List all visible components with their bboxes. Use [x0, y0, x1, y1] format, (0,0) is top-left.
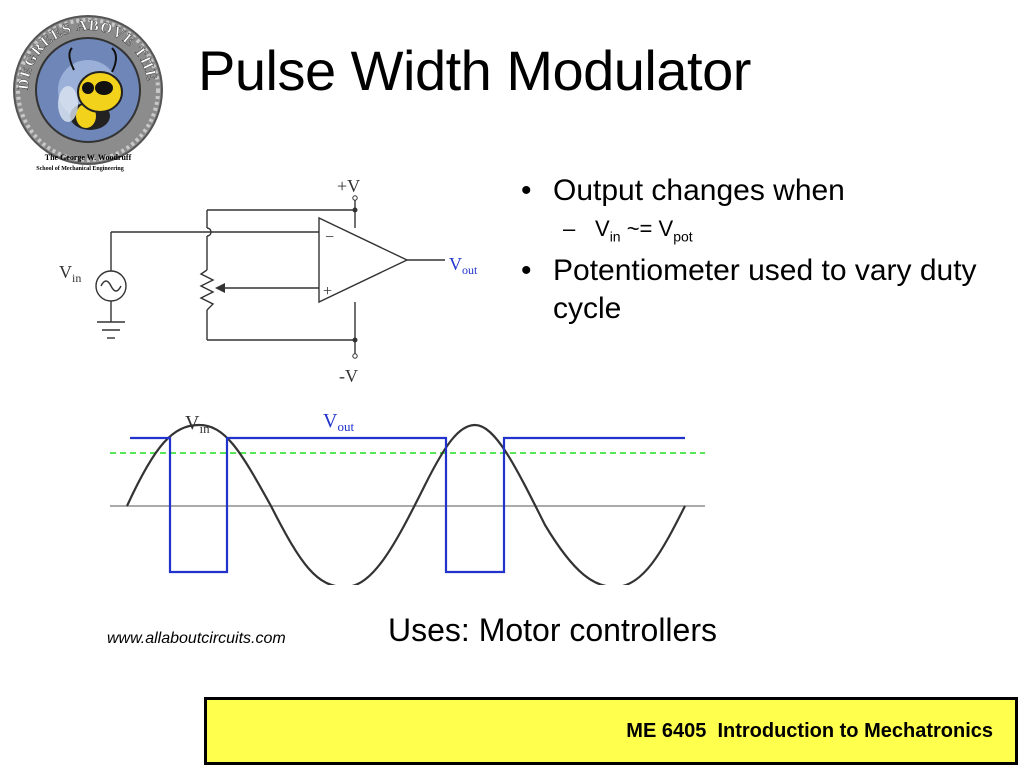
vout-label: Vout	[449, 254, 478, 277]
logo-caption-1: The George W. Woodruff	[45, 153, 132, 162]
sub-bullet-vin-vpot: – Vin ~= Vpot	[563, 216, 693, 245]
uses-text: Uses: Motor controllers	[388, 612, 717, 648]
vin-label: Vin	[59, 262, 81, 285]
dash-bullet-icon: –	[563, 216, 576, 241]
slide-title: Pulse Width Modulator	[198, 39, 751, 102]
inverting-input-sign: −	[325, 229, 334, 246]
logo: DEGREES ABOVE THE REST The George W. Woo…	[8, 8, 163, 172]
bullet-list: • Output changes when – Vin ~= Vpot • Po…	[515, 172, 1015, 328]
footer-banner: ME 6405 Introduction to Mechatronics	[204, 697, 1018, 765]
source-credit: www.allaboutcircuits.com	[107, 630, 286, 647]
logo-caption-2: School of Mechanical Engineering	[36, 166, 124, 172]
vin-sine-wave	[126, 423, 686, 585]
bullet-item-potentiometer: • Potentiometer used to vary duty cycle	[521, 254, 977, 326]
wiper-arrow-icon	[215, 283, 225, 293]
waveform-vout-label: Vout	[323, 410, 354, 434]
positive-supply-label: +V	[337, 176, 360, 196]
bullet-dot-icon: •	[521, 254, 532, 288]
bullet-item-output-changes: • Output changes when	[515, 172, 1015, 210]
comparator-circuit-diagram: − + +V -V Vin Vout	[59, 176, 478, 386]
course-title: ME 6405 Introduction to Mechatronics	[626, 720, 993, 742]
noninverting-input-sign: +	[323, 283, 332, 300]
bullet-dot-icon: •	[521, 174, 532, 207]
bee-mascot-icon	[58, 47, 123, 130]
negative-supply-label: -V	[339, 366, 358, 386]
pwm-waveform-plot: Vin Vout	[110, 410, 705, 585]
waveform-vin-label: Vin	[185, 412, 210, 436]
vout-pwm-wave	[130, 436, 685, 574]
